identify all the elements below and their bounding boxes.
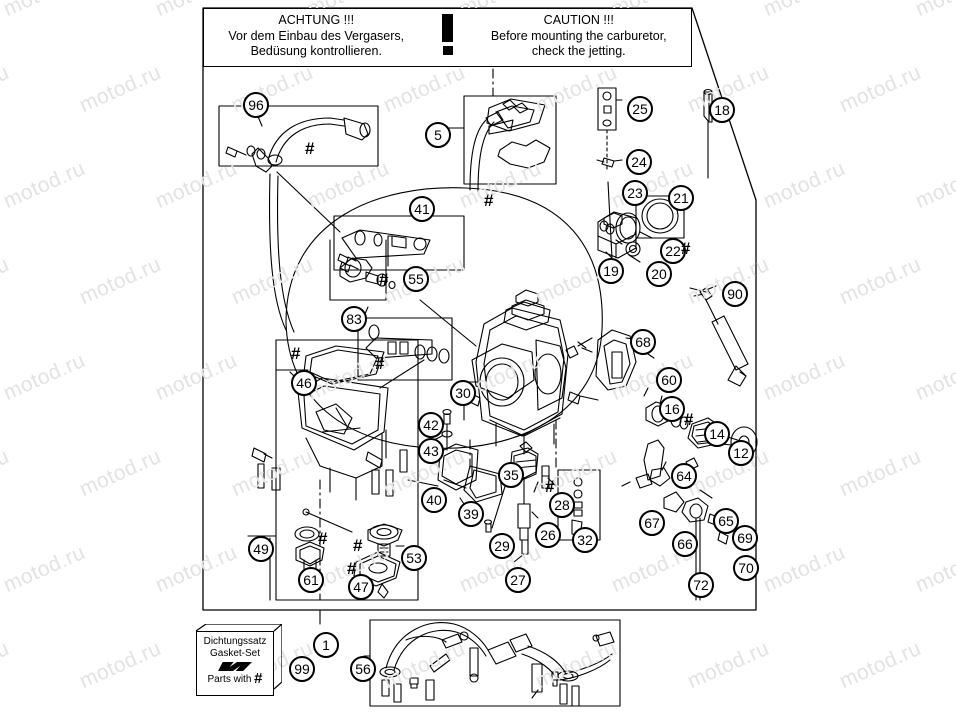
- callout-24[interactable]: 24: [626, 149, 652, 175]
- callout-28[interactable]: 28: [549, 492, 575, 518]
- callout-29[interactable]: 29: [489, 533, 515, 559]
- callout-99[interactable]: 99: [289, 656, 315, 682]
- callout-5[interactable]: 5: [425, 122, 451, 148]
- callout-40[interactable]: 40: [421, 487, 447, 513]
- callout-42[interactable]: 42: [418, 412, 444, 438]
- callout-12[interactable]: 12: [728, 440, 754, 466]
- callout-22[interactable]: 22: [660, 238, 686, 264]
- callout-56[interactable]: 56: [350, 656, 376, 682]
- gasket-line-german: Dichtungssatz: [203, 636, 267, 647]
- callout-20[interactable]: 20: [646, 261, 672, 287]
- callout-18[interactable]: 18: [709, 97, 735, 123]
- warning-english-line1: Before mounting the carburetor,: [490, 28, 667, 43]
- callout-72[interactable]: 72: [688, 572, 714, 598]
- callout-67[interactable]: 67: [639, 510, 665, 536]
- callout-47[interactable]: 47: [348, 574, 374, 600]
- warning-english: CAUTION !!! Before mounting the carburet…: [467, 9, 692, 60]
- gasket-set-legend: Dichtungssatz Gasket-Set Parts with #: [196, 624, 282, 696]
- gasket-parts-with: Parts with #: [197, 670, 273, 687]
- callout-19[interactable]: 19: [598, 258, 624, 284]
- callout-61[interactable]: 61: [298, 567, 324, 593]
- callout-69[interactable]: 69: [732, 525, 758, 551]
- callout-55[interactable]: 55: [403, 266, 429, 292]
- callout-49[interactable]: 49: [248, 536, 274, 562]
- ktm-logo: [218, 662, 252, 671]
- warning-german-title: ACHTUNG !!!: [278, 13, 355, 27]
- callout-65[interactable]: 65: [713, 508, 739, 534]
- callout-43[interactable]: 43: [418, 438, 444, 464]
- warning-english-title: CAUTION !!!: [543, 13, 614, 27]
- callout-27[interactable]: 27: [505, 567, 531, 593]
- callout-32[interactable]: 32: [572, 527, 598, 553]
- callout-21[interactable]: 21: [668, 185, 694, 211]
- callout-1[interactable]: 1: [313, 632, 339, 658]
- callout-23[interactable]: 23: [622, 180, 648, 206]
- callout-96[interactable]: 96: [243, 92, 269, 118]
- callout-35[interactable]: 35: [498, 462, 524, 488]
- callout-39[interactable]: 39: [458, 501, 484, 527]
- callout-25[interactable]: 25: [627, 96, 653, 122]
- warning-banner: ACHTUNG !!! Vor dem Einbau des Vergasers…: [203, 8, 692, 67]
- warning-german: ACHTUNG !!! Vor dem Einbau des Vergasers…: [204, 9, 429, 60]
- callout-53[interactable]: 53: [401, 545, 427, 571]
- callout-46[interactable]: 46: [291, 370, 317, 396]
- gasket-hash-marker: #: [254, 670, 263, 687]
- gasket-box-face: Dichtungssatz Gasket-Set Parts with #: [196, 631, 274, 696]
- callout-30[interactable]: 30: [450, 380, 476, 406]
- gasket-box-3d-edges: [196, 624, 282, 690]
- callout-64[interactable]: 64: [671, 463, 697, 489]
- callout-26[interactable]: 26: [535, 522, 561, 548]
- gasket-parts-label: Parts with: [207, 674, 252, 685]
- callout-14[interactable]: 14: [704, 421, 730, 447]
- warning-german-line1: Vor dem Einbau des Vergasers,: [228, 28, 405, 43]
- warning-german-line2: Bedüsung kontrollieren.: [250, 44, 382, 58]
- exclamation-dot: [442, 46, 453, 55]
- callout-90[interactable]: 90: [722, 281, 748, 307]
- callout-83[interactable]: 83: [341, 306, 367, 332]
- callout-66[interactable]: 66: [672, 531, 698, 557]
- callout-68[interactable]: 68: [630, 329, 656, 355]
- callout-16[interactable]: 16: [659, 396, 685, 422]
- warning-english-line2: check the jetting.: [531, 44, 626, 58]
- exclamation-bar: [442, 14, 453, 42]
- gasket-line-english: Gasket-Set: [209, 648, 261, 659]
- callout-41[interactable]: 41: [409, 196, 435, 222]
- exclamation-mark-icon: [429, 9, 467, 55]
- callout-70[interactable]: 70: [733, 555, 759, 581]
- callout-60[interactable]: 60: [656, 367, 682, 393]
